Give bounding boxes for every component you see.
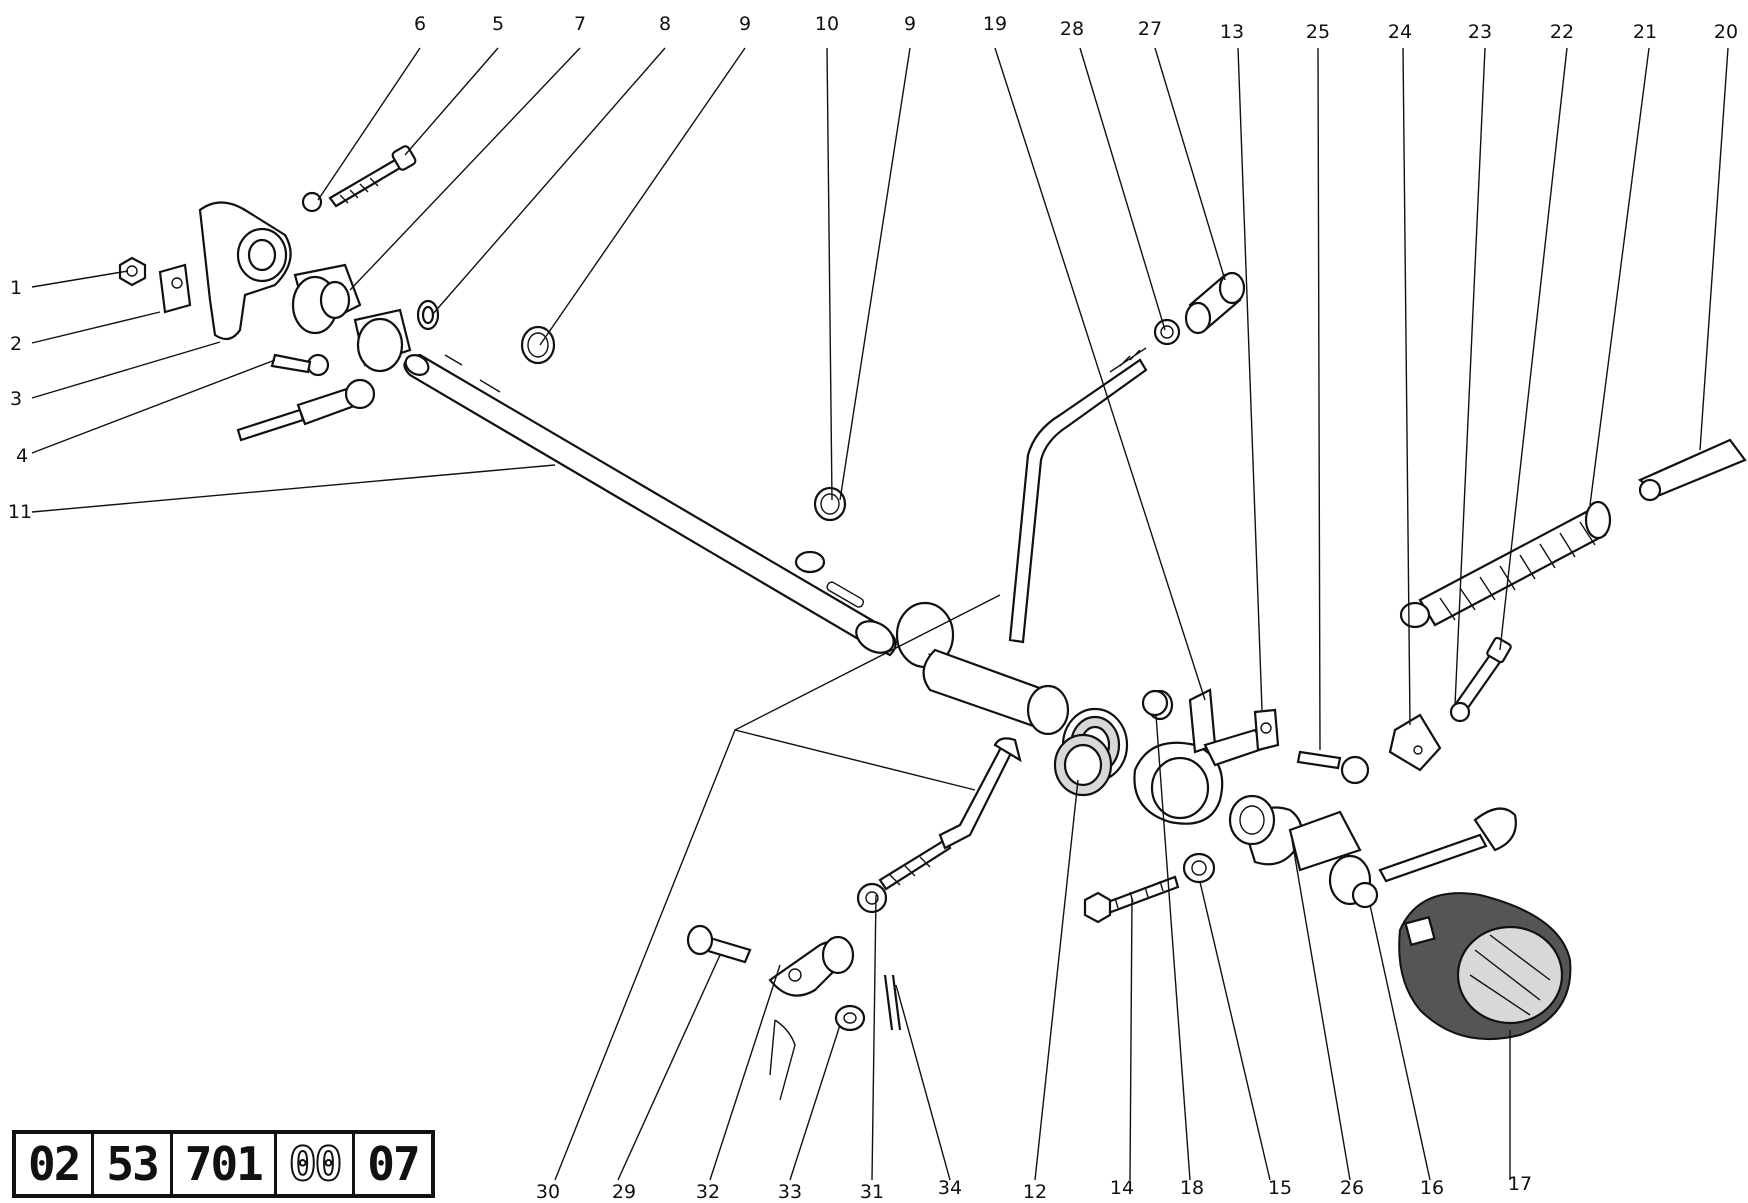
part-shapes bbox=[118, 145, 1747, 1101]
label-25: 25 bbox=[1306, 21, 1330, 43]
part-labels: 6 5 7 8 9 10 9 19 28 27 13 25 24 23 22 2… bbox=[8, 13, 1738, 1203]
reference-code-part-5: 07 bbox=[367, 1137, 420, 1191]
label-33: 33 bbox=[778, 1181, 802, 1203]
reference-code-part-2: 53 bbox=[94, 1134, 173, 1194]
label-34: 34 bbox=[938, 1177, 962, 1199]
label-9-top-left: 9 bbox=[739, 13, 751, 35]
label-20: 20 bbox=[1714, 21, 1738, 43]
spring-21-shape bbox=[1399, 438, 1747, 629]
label-1: 1 bbox=[10, 277, 22, 299]
label-2: 2 bbox=[10, 333, 22, 355]
reference-code-part-1: 02 bbox=[16, 1134, 95, 1194]
label-10: 10 bbox=[815, 13, 839, 35]
label-32: 32 bbox=[696, 1181, 720, 1203]
label-9-top-right: 9 bbox=[904, 13, 916, 35]
reference-code-part-3: 701 bbox=[173, 1134, 277, 1194]
label-15: 15 bbox=[1268, 1177, 1292, 1199]
label-27: 27 bbox=[1138, 18, 1162, 40]
lever-3-shape bbox=[118, 201, 292, 341]
label-7: 7 bbox=[574, 13, 586, 35]
label-5: 5 bbox=[492, 13, 504, 35]
label-6: 6 bbox=[414, 13, 426, 35]
clevis-32-shape bbox=[686, 737, 1022, 1101]
label-3: 3 bbox=[10, 388, 22, 410]
shaft-11-shape bbox=[403, 353, 897, 657]
label-4: 4 bbox=[16, 445, 28, 467]
leader-lines bbox=[31, 47, 1729, 1181]
rod-19-shape bbox=[1008, 271, 1246, 644]
label-18: 18 bbox=[1180, 1177, 1204, 1199]
label-16: 16 bbox=[1420, 1177, 1444, 1199]
label-8: 8 bbox=[659, 13, 671, 35]
label-29: 29 bbox=[612, 1181, 636, 1203]
reference-code-box: 02 53 701 00 07 bbox=[12, 1130, 435, 1198]
lever-13-shape bbox=[1133, 688, 1517, 909]
label-17: 17 bbox=[1508, 1173, 1532, 1195]
bolts-lower bbox=[1053, 689, 1216, 924]
label-26: 26 bbox=[1340, 1177, 1364, 1199]
reference-code-part-4: 00 bbox=[277, 1134, 356, 1194]
label-22: 22 bbox=[1550, 21, 1574, 43]
bolts-right bbox=[1296, 636, 1512, 785]
label-21: 21 bbox=[1633, 21, 1657, 43]
label-13: 13 bbox=[1220, 21, 1244, 43]
label-12: 12 bbox=[1023, 1181, 1047, 1203]
label-31: 31 bbox=[860, 1181, 884, 1203]
bolts-upper-left bbox=[236, 145, 417, 442]
label-14: 14 bbox=[1110, 1177, 1134, 1199]
label-23: 23 bbox=[1468, 21, 1492, 43]
label-11: 11 bbox=[8, 501, 32, 523]
label-28: 28 bbox=[1060, 18, 1084, 40]
label-24: 24 bbox=[1388, 21, 1412, 43]
bushings-shape bbox=[291, 263, 440, 373]
housing-17-shape bbox=[1398, 892, 1572, 1041]
label-30: 30 bbox=[536, 1181, 560, 1203]
label-19: 19 bbox=[983, 13, 1007, 35]
